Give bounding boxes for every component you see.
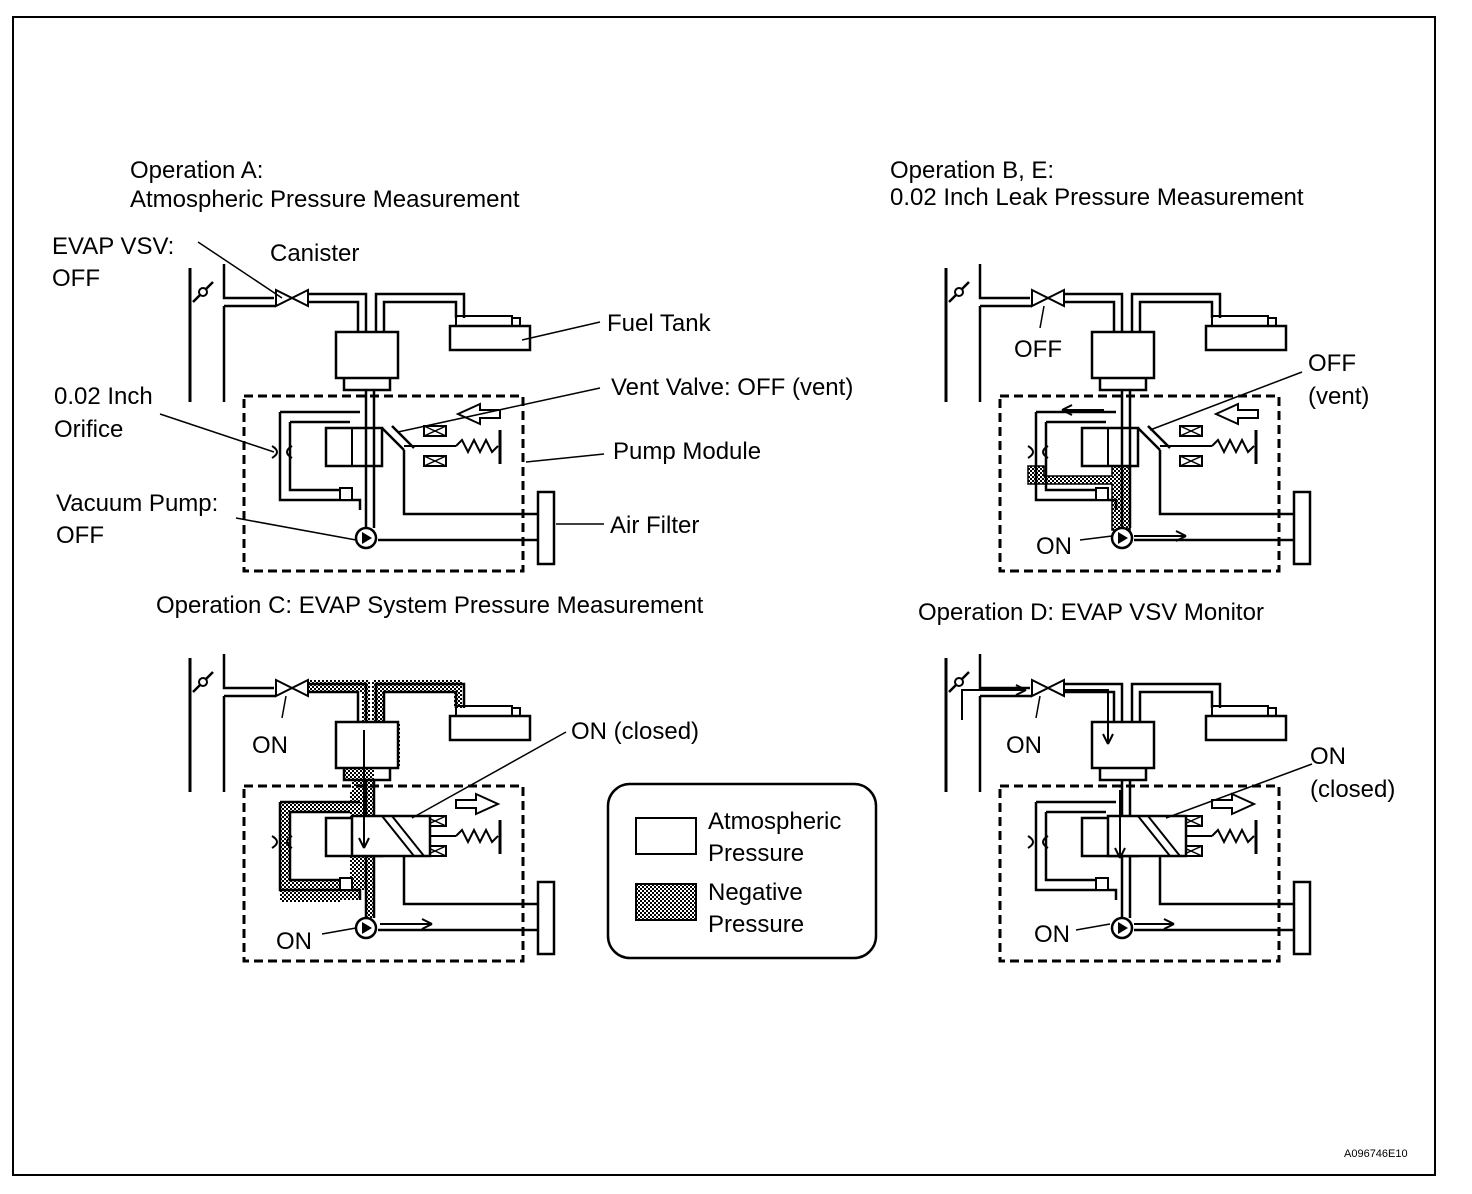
- figure-frame: [12, 16, 1436, 1176]
- air-filter-label: Air Filter: [610, 512, 699, 539]
- vacuum-pump-label-1: Vacuum Pump:: [56, 490, 218, 517]
- panel-c-vsv-state: ON: [252, 732, 288, 759]
- panel-b-vsv-state: OFF: [1014, 336, 1062, 363]
- panel-c-pump-state: ON: [276, 928, 312, 955]
- panel-d: Operation D: EVAP VSV Monitor ON ON (clo…: [918, 599, 1395, 963]
- vent-valve-label: Vent Valve: OFF (vent): [611, 374, 853, 401]
- panel-b-vent-state-1: OFF: [1308, 350, 1356, 377]
- legend-atmospheric-2: Pressure: [708, 840, 804, 867]
- panel-d-vent-state-2: (closed): [1310, 776, 1395, 803]
- panel-b-title-1: Operation B, E:: [890, 157, 1054, 184]
- legend-negative-swatch: [635, 883, 697, 921]
- panel-b-vent-state-2: (vent): [1308, 383, 1369, 410]
- legend-atmospheric-1: Atmospheric: [708, 808, 841, 835]
- panel-c: Operation C: EVAP System Pressure Measur…: [156, 592, 704, 963]
- evap-vsv-label-1: EVAP VSV:: [52, 233, 174, 260]
- fuel-tank-label: Fuel Tank: [607, 310, 712, 337]
- panel-d-title: Operation D: EVAP VSV Monitor: [918, 599, 1264, 626]
- panel-c-vent-state: ON (closed): [571, 718, 699, 745]
- figure-id: A096746E10: [1344, 1148, 1408, 1160]
- panel-d-vent-state-1: ON: [1310, 743, 1346, 770]
- legend-negative-1: Negative: [708, 879, 803, 906]
- legend-atmospheric-swatch: [635, 817, 697, 855]
- legend: Atmospheric Pressure Negative Pressure: [606, 782, 878, 960]
- panel-a-title-2: Atmospheric Pressure Measurement: [130, 186, 520, 213]
- vacuum-pump-label-2: OFF: [56, 522, 104, 549]
- panel-b: Operation B, E: 0.02 Inch Leak Pressure …: [890, 157, 1369, 573]
- evap-vsv-label-2: OFF: [52, 265, 100, 292]
- pump-module-label: Pump Module: [613, 438, 761, 465]
- panel-d-pump-state: ON: [1034, 921, 1070, 948]
- panel-a: Operation A: Atmospheric Pressure Measur…: [52, 157, 853, 573]
- panel-b-pump-state: ON: [1036, 533, 1072, 560]
- orifice-label-2: Orifice: [54, 416, 123, 443]
- panel-c-title: Operation C: EVAP System Pressure Measur…: [156, 592, 704, 619]
- panel-b-title-2: 0.02 Inch Leak Pressure Measurement: [890, 184, 1304, 211]
- panel-d-vsv-state: ON: [1006, 732, 1042, 759]
- legend-negative-2: Pressure: [708, 911, 804, 938]
- panel-a-title-1: Operation A:: [130, 157, 263, 184]
- canister-label: Canister: [270, 240, 359, 267]
- orifice-label-1: 0.02 Inch: [54, 383, 153, 410]
